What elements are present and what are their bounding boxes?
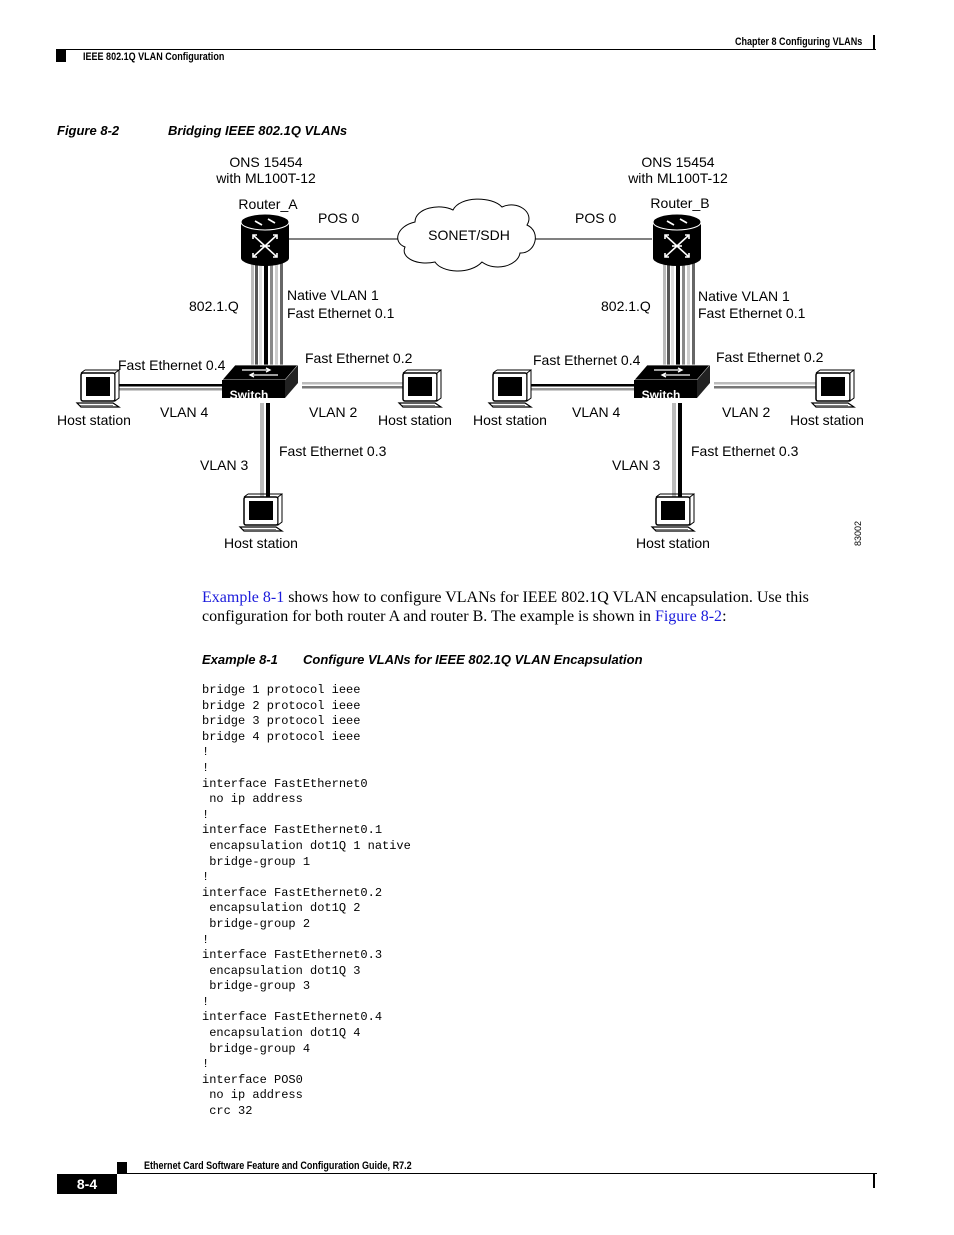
figure-link[interactable]: Figure 8-2 bbox=[654, 608, 723, 625]
router-a-label: Router_A bbox=[238, 196, 298, 212]
native-vlan-b-label: Native VLAN 1 bbox=[698, 288, 790, 304]
native-vlan-a-label: Native VLAN 1 bbox=[287, 287, 379, 303]
example-title: Configure VLANs for IEEE 802.1Q VLAN Enc… bbox=[303, 652, 643, 667]
footer-rule bbox=[117, 1173, 877, 1174]
links-a bbox=[104, 382, 410, 497]
host-a-right-label: Host station bbox=[378, 412, 452, 428]
paragraph-text3: : bbox=[722, 608, 727, 625]
vlan3-b-label: VLAN 3 bbox=[612, 457, 660, 473]
paragraph-text1: shows how to configure VLANs for IEEE 80… bbox=[284, 589, 809, 606]
vlan4-a-label: VLAN 4 bbox=[160, 404, 208, 420]
host-a-bottom-icon bbox=[239, 493, 283, 532]
dot1q-a-label: 802.1.Q bbox=[189, 298, 239, 314]
figure-number: Figure 8-2 bbox=[57, 123, 120, 138]
figure-title: Bridging IEEE 802.1Q VLANs bbox=[168, 123, 348, 138]
trunk-b bbox=[663, 262, 695, 366]
intro-paragraph-line1: Example 8-1 shows how to configure VLANs… bbox=[202, 588, 809, 607]
sonet-sdh-cloud bbox=[397, 198, 536, 272]
host-a-left-label: Host station bbox=[57, 412, 131, 428]
example-link[interactable]: Example 8-1 bbox=[202, 589, 285, 606]
host-b-bottom-icon bbox=[651, 493, 695, 532]
fe01-b-label: Fast Ethernet 0.1 bbox=[698, 305, 806, 321]
pos-b-label: POS 0 bbox=[575, 210, 616, 226]
host-b-right-label: Host station bbox=[790, 412, 864, 428]
footer-right-tick bbox=[873, 1174, 875, 1188]
host-b-right-icon bbox=[811, 369, 855, 408]
figure-id: 83002 bbox=[853, 521, 863, 546]
host-a-bottom-label: Host station bbox=[224, 535, 298, 551]
page-number-box bbox=[57, 1174, 117, 1194]
footer-block bbox=[117, 1162, 127, 1174]
switch-b-label: Switch bbox=[642, 388, 681, 402]
header-rule bbox=[56, 49, 876, 50]
vlan-bridging-diagram: SONET/SDH ONS 15454 with ML100T-12 Route… bbox=[57, 154, 864, 551]
router-b-icon bbox=[652, 213, 702, 267]
router-a-icon bbox=[240, 213, 290, 267]
host-a-right-icon bbox=[398, 369, 442, 408]
fe01-a-label: Fast Ethernet 0.1 bbox=[287, 305, 395, 321]
header-right-tick bbox=[873, 35, 875, 50]
ons-b-line2: with ML100T-12 bbox=[627, 170, 728, 186]
vlan3-a-label: VLAN 3 bbox=[200, 457, 248, 473]
host-b-bottom-label: Host station bbox=[636, 535, 710, 551]
switch-a-label: Switch bbox=[230, 388, 269, 402]
cloud-label: SONET/SDH bbox=[428, 227, 510, 243]
code-example: bridge 1 protocol ieee bridge 2 protocol… bbox=[202, 683, 411, 1119]
host-b-left-label: Host station bbox=[473, 412, 547, 428]
paragraph-text2: configuration for both router A and rout… bbox=[202, 608, 655, 625]
ons-b-line1: ONS 15454 bbox=[641, 154, 714, 170]
host-b-left-icon bbox=[488, 369, 532, 408]
pos-a-label: POS 0 bbox=[318, 210, 359, 226]
fe02-a-label: Fast Ethernet 0.2 bbox=[305, 350, 413, 366]
fe03-a-label: Fast Ethernet 0.3 bbox=[279, 443, 387, 459]
page-number: 8-4 bbox=[76, 1176, 98, 1192]
router-b-label: Router_B bbox=[650, 195, 709, 211]
vlan2-b-label: VLAN 2 bbox=[722, 404, 770, 420]
guide-title: Ethernet Card Software Feature and Confi… bbox=[144, 1160, 412, 1172]
fe03-b-label: Fast Ethernet 0.3 bbox=[691, 443, 799, 459]
trunk-a bbox=[251, 262, 283, 366]
links-b bbox=[518, 382, 824, 497]
section-title: IEEE 802.1Q VLAN Configuration bbox=[83, 51, 225, 63]
dot1q-b-label: 802.1.Q bbox=[601, 298, 651, 314]
ons-a-line2: with ML100T-12 bbox=[215, 170, 316, 186]
host-a-left-icon bbox=[76, 369, 120, 408]
ons-a-line1: ONS 15454 bbox=[229, 154, 302, 170]
intro-paragraph-line2: configuration for both router A and rout… bbox=[202, 607, 727, 626]
fe04-a-label: Fast Ethernet 0.4 bbox=[118, 357, 226, 373]
fe02-b-label: Fast Ethernet 0.2 bbox=[716, 349, 824, 365]
header-section-block bbox=[56, 50, 66, 62]
vlan2-a-label: VLAN 2 bbox=[309, 404, 357, 420]
example-number: Example 8-1 bbox=[202, 652, 278, 667]
chapter-title: Chapter 8 Configuring VLANs bbox=[734, 36, 862, 48]
vlan4-b-label: VLAN 4 bbox=[572, 404, 620, 420]
fe04-b-label: Fast Ethernet 0.4 bbox=[533, 352, 641, 368]
